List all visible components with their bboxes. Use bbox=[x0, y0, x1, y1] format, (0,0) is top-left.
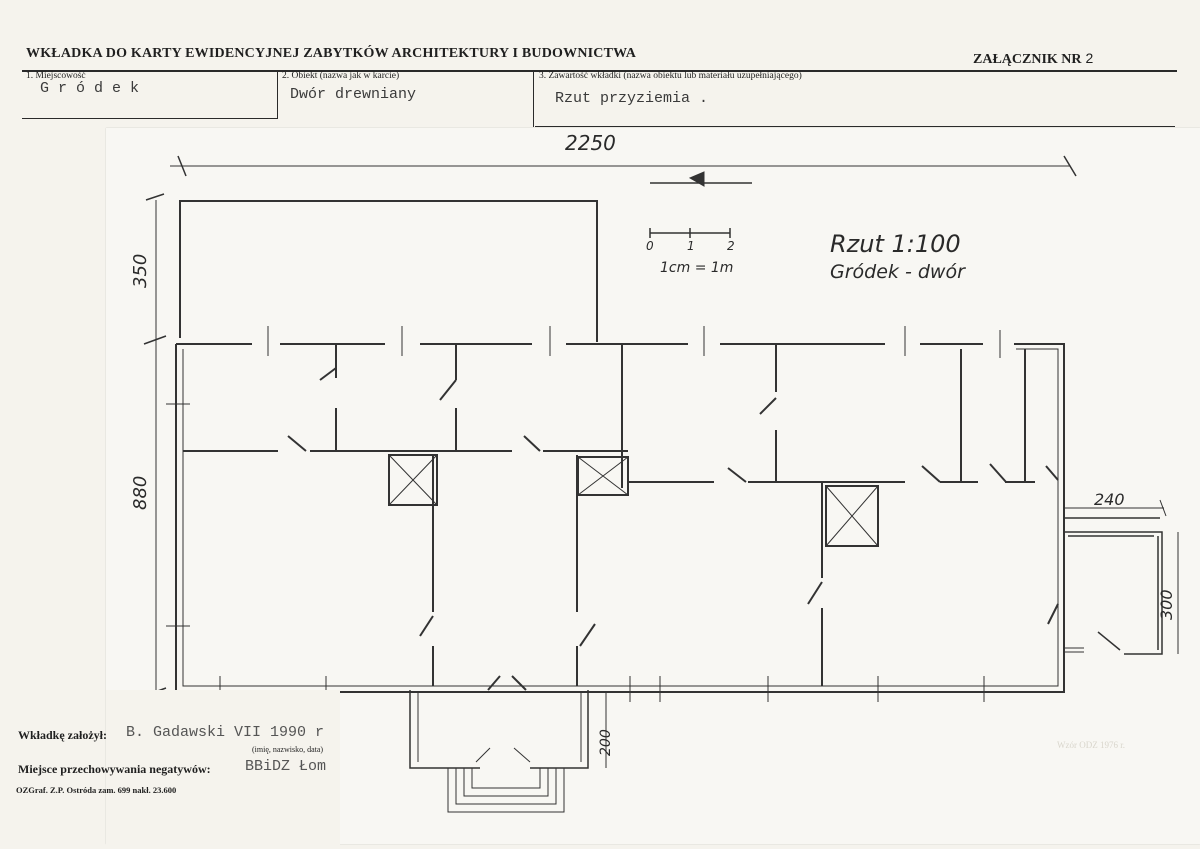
field-rule bbox=[22, 118, 277, 119]
scale-note: 1cm = 1m bbox=[660, 260, 733, 276]
created-caption: (imię, nazwisko, data) bbox=[252, 745, 324, 754]
locality-value: G r ó d e k bbox=[40, 80, 140, 97]
negatives-value: BBiDZ Łom bbox=[245, 758, 327, 775]
annex-label-text: ZAŁĄCZNIK NR bbox=[973, 52, 1082, 67]
dim-porch: 200 bbox=[598, 729, 614, 756]
content-label: 3. Zawartość wkładki (nazwa obiektu lub … bbox=[539, 71, 802, 81]
dim-top-wing: 350 bbox=[130, 254, 151, 288]
created-value: B. Gadawski VII 1990 r bbox=[126, 724, 325, 741]
footer-paper bbox=[106, 690, 340, 845]
main-outline bbox=[175, 343, 1065, 693]
object-value: Dwór drewniany bbox=[290, 86, 417, 103]
upper-wing-outline bbox=[179, 200, 598, 342]
form-watermark: Wzór ODZ 1976 r. bbox=[1057, 740, 1125, 750]
locality-label: 1. Miejscowość bbox=[26, 71, 86, 81]
print-info: OZGraf. Z.P. Ostróda zam. 699 nakł. 23.6… bbox=[16, 785, 177, 795]
created-label: Wkładkę założył: bbox=[18, 728, 107, 742]
scale-tick-1: 1 bbox=[687, 239, 695, 253]
header-rule bbox=[22, 70, 1177, 72]
dim-annex-width: 240 bbox=[1094, 490, 1125, 509]
dim-total-width: 2250 bbox=[565, 131, 616, 155]
field-rule bbox=[535, 126, 1175, 127]
field-divider bbox=[533, 71, 534, 127]
plan-subtitle: Gródek - dwór bbox=[830, 261, 966, 283]
negatives-label: Miejsce przechowywania negatywów: bbox=[18, 762, 211, 776]
field-divider bbox=[277, 71, 278, 119]
annex-number: 2 bbox=[1085, 50, 1094, 66]
content-value: Rzut przyziemia . bbox=[555, 90, 709, 107]
scale-tick-2: 2 bbox=[727, 239, 735, 253]
scale-tick-0: 0 bbox=[646, 239, 654, 253]
dim-annex-depth: 300 bbox=[1157, 589, 1176, 620]
object-label: 2. Obiekt (nazwa jak w karcie) bbox=[282, 71, 400, 81]
form-title: WKŁADKA DO KARTY EWIDENCYJNEJ ZABYTKÓW A… bbox=[26, 46, 637, 61]
plan-title: Rzut 1:100 bbox=[830, 230, 961, 258]
dim-main-depth: 880 bbox=[130, 476, 151, 510]
